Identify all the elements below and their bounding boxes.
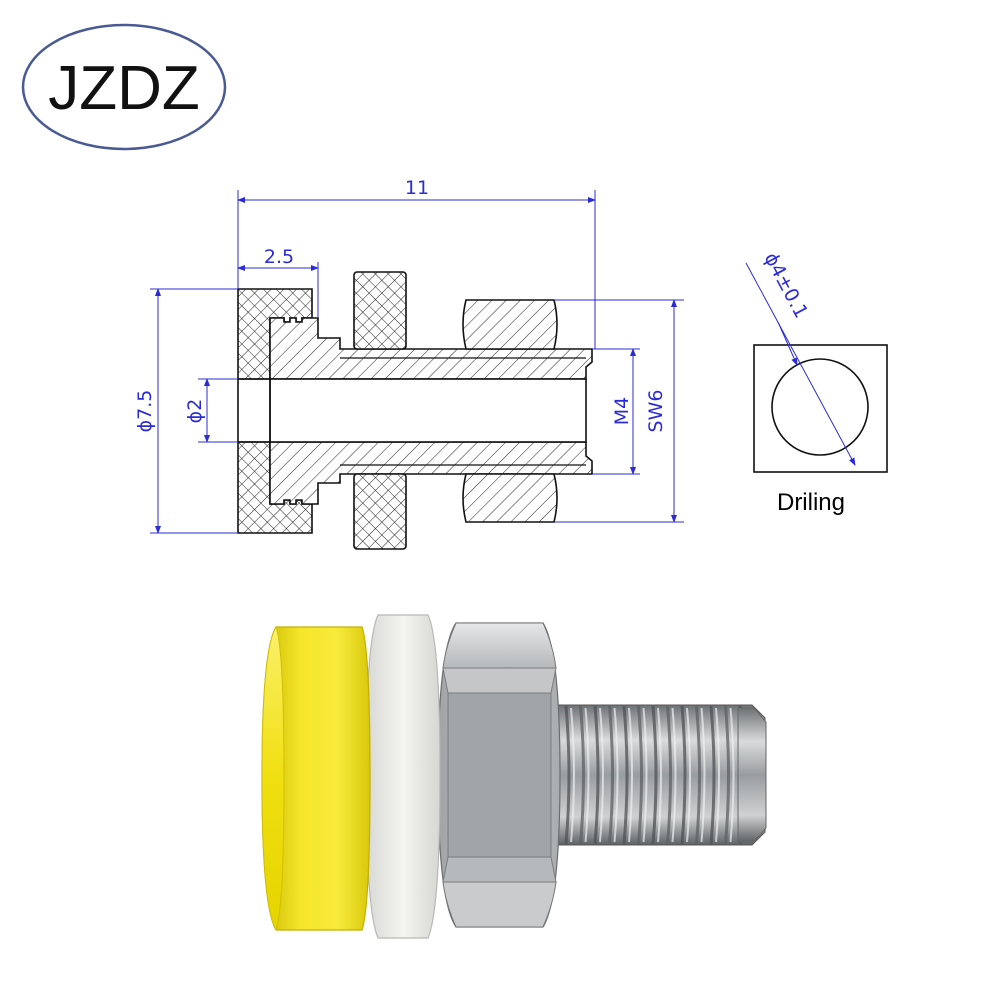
dimension-nut-width: SW6: [554, 299, 684, 523]
threaded-stud: [547, 704, 767, 846]
hole-diameter-label: ϕ4±0.1: [760, 249, 813, 322]
thread-highlight: [671, 707, 677, 843]
hole-diameter-arrow-top: [777, 321, 798, 366]
yellow-cap: [261, 625, 371, 932]
nut-upper-face: [442, 667, 557, 694]
thread-highlight: [642, 707, 648, 843]
thread-ridge: [593, 705, 600, 845]
washer-top: [353, 271, 407, 350]
nut-bottom: [462, 473, 558, 523]
nut-top: [462, 299, 558, 350]
dimension-flange-diameter: ϕ7.5: [134, 288, 238, 534]
insert-body-bottom: [269, 441, 593, 505]
thread-highlight: [715, 707, 720, 843]
thread-highlight: [729, 707, 735, 843]
cap-face: [261, 625, 285, 932]
thread-highlight: [584, 707, 590, 843]
drilling-detail: ϕ4±0.1 Driling: [745, 249, 888, 516]
flange-thickness-label: 2.5: [264, 246, 294, 268]
thread-highlight: [599, 707, 604, 843]
thread-ridge: [680, 705, 687, 845]
thread-ridge: [579, 705, 585, 845]
bore: [269, 378, 587, 443]
thread-label: M4: [611, 397, 633, 425]
thread-ridge: [666, 705, 672, 845]
thread-ridge: [724, 705, 730, 845]
nut-width-label: SW6: [645, 390, 667, 433]
thread-highlight: [613, 707, 619, 843]
thread-ridge: [622, 705, 629, 845]
logo: JZDZ: [21, 23, 227, 151]
thread-ridge: [709, 705, 716, 845]
washer-body: [365, 614, 441, 939]
product-render: [261, 614, 767, 939]
stud-tip: [737, 707, 767, 843]
thread-highlight: [570, 707, 575, 843]
hex-nut: [437, 622, 561, 928]
white-washer: [365, 614, 441, 939]
drill-hole: [771, 358, 869, 456]
thread-ridge: [564, 705, 571, 845]
thread-highlight: [628, 707, 633, 843]
logo-ellipse: [21, 23, 227, 151]
thread-highlight: [686, 707, 691, 843]
flange-diameter-label: ϕ7.5: [134, 390, 156, 433]
thread-highlight: [700, 707, 706, 843]
drilling-caption: Driling: [777, 489, 845, 516]
dimension-bore-diameter: ϕ2: [184, 378, 238, 443]
nut-top-face: [442, 622, 557, 669]
thread-ridge: [608, 705, 614, 845]
thread-highlight: [657, 707, 662, 843]
hole-diameter-leader: [745, 262, 856, 466]
thread-ridge: [695, 705, 701, 845]
nut-center-face: [447, 692, 552, 858]
overall-length-label: 11: [405, 177, 429, 199]
nut-bottom-face: [442, 881, 557, 928]
washer-bottom: [353, 473, 407, 550]
section-drawing: 11 2.5 ϕ7.5 ϕ2 M4: [134, 177, 684, 550]
logo-text: JZDZ: [48, 54, 200, 123]
dimension-overall-length: 11: [237, 177, 596, 349]
thread-ridge: [637, 705, 643, 845]
thread-ridge: [651, 705, 658, 845]
nut-lower-face: [442, 856, 557, 883]
bore-diameter-label: ϕ2: [184, 399, 206, 424]
dimension-flange-thickness: 2.5: [237, 246, 319, 318]
dimension-thread: M4: [592, 348, 640, 475]
